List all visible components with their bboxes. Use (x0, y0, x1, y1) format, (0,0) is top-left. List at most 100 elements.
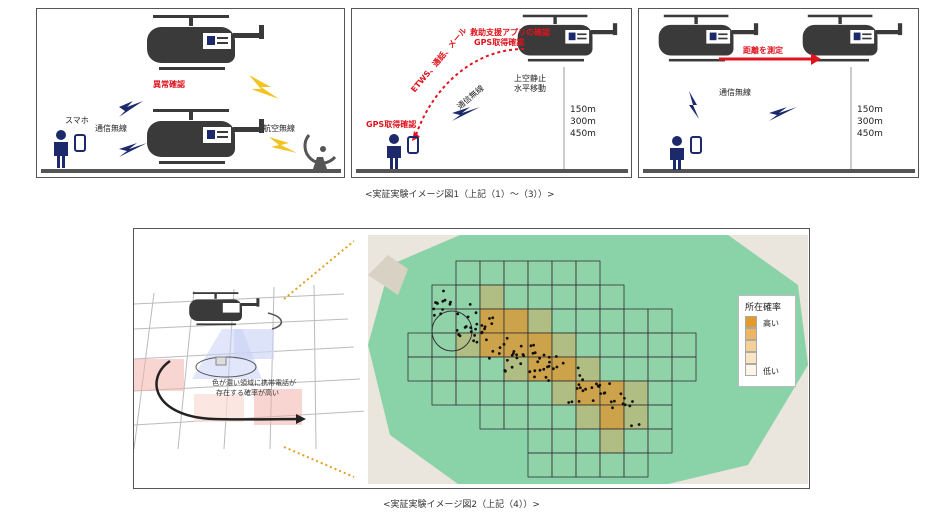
heatmap-cell (623, 308, 649, 334)
person-icon (54, 130, 68, 168)
ground-line (356, 169, 628, 173)
heatmap-cell (671, 356, 697, 382)
gps-point (448, 302, 452, 306)
panel-anomaly-check: 異常確認 スマホ 通信無線 航空無線 (36, 8, 345, 178)
heatmap-cell (575, 452, 601, 478)
gps-point (567, 401, 571, 404)
gps-point (538, 356, 541, 360)
heatmap-cell (503, 332, 529, 358)
comm-lightning-icon (689, 91, 699, 119)
gps-point (510, 365, 514, 369)
gps-point (578, 386, 582, 390)
phone-icon (215, 356, 227, 366)
gps-point (519, 344, 523, 348)
gps-point (515, 356, 519, 360)
comm-lightning-icon (769, 107, 797, 121)
gps-point (466, 315, 470, 319)
panel3-illustration (643, 14, 915, 173)
gps-point (637, 423, 641, 426)
legend-swatch (745, 364, 757, 376)
gps-point (497, 352, 501, 355)
gps-point (436, 302, 439, 305)
gps-point (469, 330, 473, 333)
gps-point (433, 313, 436, 317)
gps-point (595, 382, 598, 386)
heatmap-cell (599, 356, 625, 382)
heatmap-cell (551, 260, 577, 286)
heatmap-cell (575, 308, 601, 334)
heatmap-cell (551, 356, 577, 382)
gps-point (547, 364, 551, 368)
heatmap-cell (431, 356, 457, 382)
probability-legend: 所在確率 高い 低い (738, 295, 796, 387)
gps-point (449, 300, 452, 304)
heatmap-cell (647, 332, 673, 358)
gps-point (631, 400, 634, 403)
gps-point (552, 367, 555, 371)
comm-radio-label: 通信無線 (95, 124, 127, 133)
search-beam (192, 329, 262, 379)
gps-point (488, 356, 491, 360)
heatmap-cell (455, 260, 481, 286)
legend-swatch (745, 328, 757, 340)
gps-point (536, 360, 540, 364)
gps-point (578, 374, 582, 377)
gps-point (474, 311, 478, 315)
heatmap-cell (647, 356, 673, 382)
panel-gps-confirm: 救助支援アプリの確認 GPS取得確認 ETWS、通話、メール GPS取得確認 通… (351, 8, 632, 178)
heatmap-cell (671, 332, 697, 358)
comm-lightning-icon (119, 143, 147, 157)
gps-point (439, 312, 443, 316)
gps-point (602, 391, 606, 395)
smartphone-icon (407, 136, 419, 154)
gps-point (538, 368, 542, 372)
gps-point (608, 382, 611, 385)
zoom-connector (283, 446, 355, 478)
gps-point (533, 375, 536, 379)
altitude-3: 450m (570, 129, 596, 139)
gps-point (577, 400, 581, 403)
arrow-head-icon (811, 53, 821, 65)
aviation-lightning-icon (249, 75, 279, 99)
gps-point (581, 389, 585, 393)
gps-points (432, 289, 641, 428)
anomaly-check-label: 異常確認 (153, 80, 185, 89)
ground-line (643, 169, 915, 173)
person-icon (670, 136, 684, 170)
legend-low-label: 低い (763, 367, 779, 376)
heatmap-cell (647, 404, 673, 430)
map-feature (368, 255, 408, 295)
flight-trajectory (155, 359, 301, 421)
annotation-line2: 存在する確率が高い (216, 389, 279, 397)
heatmap-cell (503, 380, 529, 406)
heatmap-cell (527, 452, 553, 478)
heatmap-cell (479, 260, 505, 286)
heatmap-cell (623, 404, 649, 430)
gps-point (432, 307, 436, 311)
gps-point (630, 424, 633, 428)
zoom-connector (283, 240, 355, 300)
annotation-line1: 色が濃い領域に携帯電話が (212, 379, 296, 387)
gps-point (544, 375, 548, 379)
panel-distance-measure: 距離を測定 通信無線 150m 300m 450m (638, 8, 919, 178)
gps-point (455, 329, 459, 332)
heatmap-cell (479, 284, 505, 310)
flight-path (267, 312, 282, 330)
gps-point (590, 386, 594, 389)
person-icon (387, 134, 401, 169)
heatmap-cell (551, 332, 577, 358)
gps-point (503, 369, 507, 372)
heatmap-cell (575, 260, 601, 286)
gps-point (532, 343, 535, 347)
gps-point (483, 325, 487, 329)
gps-point (609, 400, 613, 404)
gps-point (548, 360, 551, 364)
gps-point (488, 317, 491, 320)
altitude-3: 450m (857, 129, 883, 139)
figure2-caption: <実証実験イメージ図2（上記（4））> (383, 500, 540, 510)
heatmap-cell (527, 260, 553, 286)
gps-point (475, 340, 479, 344)
arrow-head-icon (296, 414, 306, 424)
helicopter-icon (147, 15, 264, 70)
rescue-app-label: 救助支援アプリの確認 (470, 28, 550, 37)
